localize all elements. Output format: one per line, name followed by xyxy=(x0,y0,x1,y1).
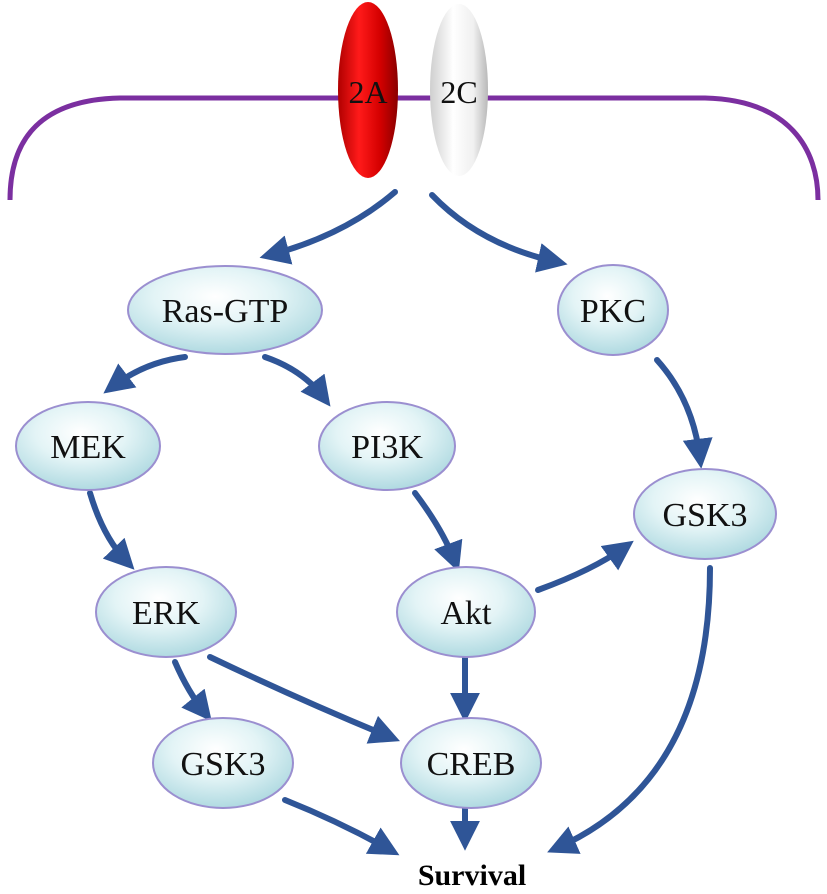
arrow-2a-to-ras xyxy=(259,189,398,265)
receptor-2c-label: 2C xyxy=(440,74,477,110)
arrow-gsk3-right-to-survival xyxy=(547,565,713,854)
node-erk-label: ERK xyxy=(132,595,200,632)
arrow-erk-to-gsk3 xyxy=(172,659,212,722)
node-mek: MEK xyxy=(15,401,161,491)
node-akt: Akt xyxy=(396,566,536,658)
outcome-survival-label: Survival xyxy=(418,859,526,892)
arrow-gsk3-to-survival xyxy=(282,797,400,856)
node-pkc-label: PKC xyxy=(580,293,646,330)
node-creb: CREB xyxy=(400,717,542,809)
node-mek-label: MEK xyxy=(50,429,126,466)
cell-membrane xyxy=(7,95,821,201)
arrow-pi3k-to-akt xyxy=(412,490,463,573)
node-gsk3-right-label: GSK3 xyxy=(662,497,747,534)
receptor-2a-label: 2A xyxy=(348,74,387,110)
receptor-2c: 2C xyxy=(430,4,488,176)
receptor-2a: 2A xyxy=(338,2,398,178)
arrow-akt-to-gsk3 xyxy=(535,540,634,593)
arrow-ras-to-mek xyxy=(103,354,188,394)
arrow-pkc-to-gsk3 xyxy=(654,357,713,469)
node-gsk3-right: GSK3 xyxy=(633,468,777,560)
arrow-ras-to-pi3k xyxy=(262,354,331,407)
node-akt-label: Akt xyxy=(441,595,493,632)
node-gsk3-left: GSK3 xyxy=(152,717,294,809)
arrow-erk-to-creb xyxy=(207,654,400,744)
arrow-2c-to-pkc xyxy=(429,192,568,273)
node-gsk3-left-label: GSK3 xyxy=(180,746,265,783)
node-pi3k-label: PI3K xyxy=(351,429,423,466)
node-ras-gtp-label: Ras-GTP xyxy=(162,293,289,330)
arrow-mek-to-erk xyxy=(87,490,135,570)
node-ras-gtp: Ras-GTP xyxy=(127,265,323,355)
node-erk: ERK xyxy=(95,566,237,658)
node-pkc: PKC xyxy=(557,264,669,356)
node-creb-label: CREB xyxy=(427,746,516,783)
node-pi3k: PI3K xyxy=(318,401,456,491)
